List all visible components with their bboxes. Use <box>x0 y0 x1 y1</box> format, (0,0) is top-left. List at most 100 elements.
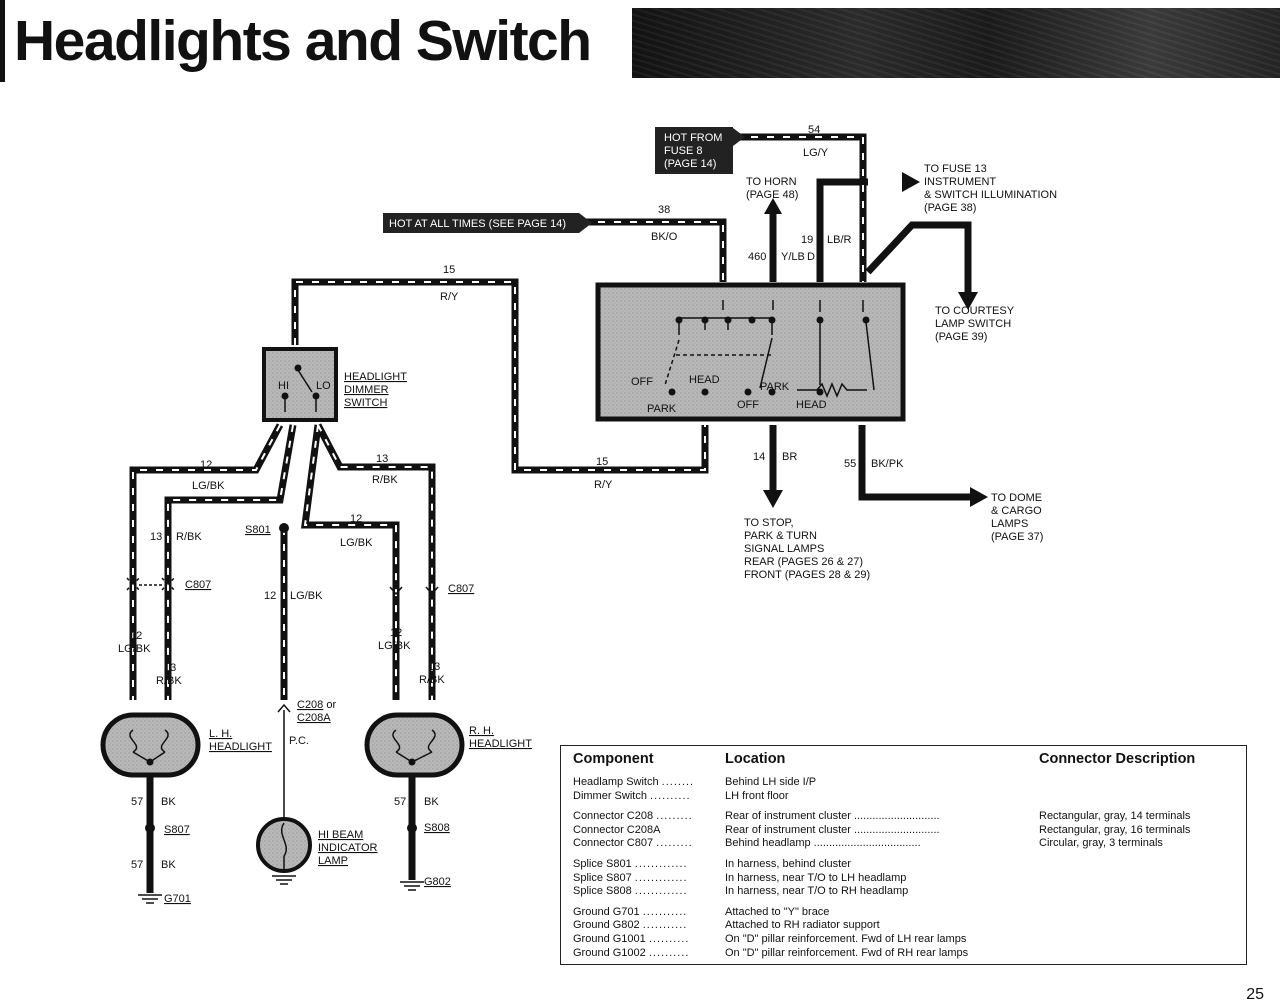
wire-57-color-lh: BK <box>161 796 176 808</box>
header-banner <box>632 8 1280 78</box>
splice-s801-label: S801 <box>245 524 271 536</box>
wire-19 <box>816 178 868 282</box>
wire-13-color-d: R/BK <box>156 675 182 687</box>
dimmer-switch-label-2: DIMMER <box>344 384 389 396</box>
switch-off-left: OFF <box>631 376 653 388</box>
wire-13-left <box>164 424 297 700</box>
wire-38-label: 38 <box>658 204 670 216</box>
ground-symbols <box>138 875 424 904</box>
wire-13-label-e: 13 <box>428 661 440 673</box>
table-row: Splice S801 ............. In harness, beh… <box>573 858 1233 872</box>
page-title: Headlights and Switch <box>14 9 592 73</box>
stop-dest-line2: PARK & TURN <box>744 530 817 542</box>
cell-location: On "D" pillar reinforcement. Fwd of RH r… <box>725 946 969 959</box>
cell-location: In harness, behind cluster <box>725 857 851 870</box>
stripe-13-left <box>167 424 294 700</box>
component-name: Connector C208A <box>573 823 661 836</box>
wire-54-label: 54 <box>808 124 820 136</box>
switch-head-right: HEAD <box>796 399 827 411</box>
cell-location: In harness, near T/O to RH headlamp <box>725 885 909 898</box>
cell-component: Splice S801 ............. <box>573 858 688 870</box>
cell-component: Ground G802 ........... <box>573 919 687 931</box>
svg-text:HOT AT ALL TIMES (SEE PAGE 14): HOT AT ALL TIMES (SEE PAGE 14) <box>389 218 566 230</box>
rh-headlight-label-2: HEADLIGHT <box>469 738 532 750</box>
component-name: Splice S807 <box>573 871 632 884</box>
dome-dest-line2: & CARGO <box>991 505 1042 517</box>
table-group: Splice S801 ............. In harness, beh… <box>573 858 1233 899</box>
splice-s807-dot <box>145 823 155 833</box>
rh-headlight-icon <box>364 712 465 778</box>
dimmer-switch-label-3: SWITCH <box>344 397 387 409</box>
stop-dest-line4: REAR (PAGES 26 & 27) <box>744 556 863 568</box>
splice-s808-label: S808 <box>424 822 450 834</box>
table-row: Splice S807 .............In harness, nea… <box>573 872 1233 886</box>
svg-text:HOT FROM: HOT FROM <box>664 132 722 144</box>
wire-15-color-bottom: R/Y <box>594 479 613 491</box>
fuse13-dest-line4: (PAGE 38) <box>924 202 976 214</box>
leader-dots: ........... <box>642 919 688 932</box>
fuse13-dest-line1: TO FUSE 13 <box>924 163 987 175</box>
stripe-12-left <box>132 424 281 700</box>
leader-dots: ........ <box>661 776 695 788</box>
wire-13-color-e: R/BK <box>419 674 445 686</box>
splice-s801-dot <box>279 523 289 533</box>
cell-location: Behind LH side I/P <box>725 776 817 788</box>
wire-12-color-e: LG/BK <box>378 640 411 652</box>
hi-beam-lamp-icon <box>256 817 312 873</box>
cell-component: Ground G701 ........... <box>573 906 687 918</box>
switch-head-left: HEAD <box>689 374 720 386</box>
wire-55-label: 55 <box>844 458 856 470</box>
connector-c208-label: C208 or <box>297 699 336 711</box>
page-number: 25 <box>1246 986 1264 1003</box>
svg-text:(PAGE 14): (PAGE 14) <box>664 158 716 170</box>
arrow-right-fuse13-icon <box>902 172 920 192</box>
rh-headlight-label-1: R. H. <box>469 725 494 737</box>
wire-13-color-b: R/BK <box>176 531 202 543</box>
cell-location: On "D" pillar reinforcement. Fwd of LH r… <box>725 932 967 945</box>
connector-c807-left: C807 <box>185 579 211 591</box>
table-group: Headlamp Switch ........ Behind LH side I… <box>573 776 1233 803</box>
cell-location: LH front floor <box>725 789 789 802</box>
wire-55-color: BK/PK <box>871 458 904 470</box>
stop-dest-line1: TO STOP, <box>744 517 794 529</box>
cell-component: Splice S807 ............. <box>573 872 688 884</box>
wire-15-color-top: R/Y <box>440 291 459 303</box>
component-name: Headlamp Switch <box>573 776 659 788</box>
wire-13-label-b: 13 <box>150 531 162 543</box>
stop-dest-line3: SIGNAL LAMPS <box>744 543 824 555</box>
cell-component: Dimmer Switch .......... <box>573 790 691 802</box>
dimmer-switch-box <box>262 347 338 422</box>
leader-dots: ......... <box>656 810 693 823</box>
component-location-table: Component Location Connector Description… <box>560 745 1247 965</box>
splice-s808-dot <box>407 823 417 833</box>
wire-13-label-d: 13 <box>164 662 176 674</box>
wire-57-color-lh2: BK <box>161 859 176 871</box>
hot-all-times-source: HOT AT ALL TIMES (SEE PAGE 14) <box>383 213 592 233</box>
arrow-up-horn-icon <box>764 198 782 214</box>
leader-dots: ............. <box>634 857 688 870</box>
wire-54-color: LG/Y <box>803 147 829 159</box>
wire-13-color-a: R/BK <box>372 474 398 486</box>
arrow-right-dome-icon <box>970 487 988 507</box>
connector-marks <box>126 577 439 713</box>
component-name: Ground G1001 <box>573 932 646 945</box>
cell-connector-desc: Circular, gray, 3 terminals <box>1039 837 1163 850</box>
arrow-down-stop-icon <box>763 490 783 508</box>
switch-off-right: OFF <box>737 399 759 411</box>
wire-12-label-a: 12 <box>200 459 212 471</box>
wire-460-color: Y/LB <box>781 251 805 263</box>
lh-headlight-label-1: L. H. <box>209 728 232 740</box>
cell-component: Ground G1002 .......... <box>573 947 689 959</box>
wire-12-color-b: LG/BK <box>340 537 373 549</box>
leader-dots: ............. <box>634 885 688 898</box>
wire-14-label: 14 <box>753 451 765 463</box>
wire-courtesy <box>865 221 972 295</box>
cell-location: Attached to "Y" brace <box>725 905 830 918</box>
arrow-down-courtesy-icon <box>958 292 978 310</box>
dimmer-switch-label-1: HEADLIGHT <box>344 371 407 383</box>
splice-s807-label: S807 <box>164 824 190 836</box>
switch-park-right: PARK <box>760 381 790 393</box>
switch-park-left: PARK <box>647 403 677 415</box>
cell-component: Connector C208 ......... <box>573 810 693 822</box>
dimmer-hi-label: HI <box>278 380 289 392</box>
